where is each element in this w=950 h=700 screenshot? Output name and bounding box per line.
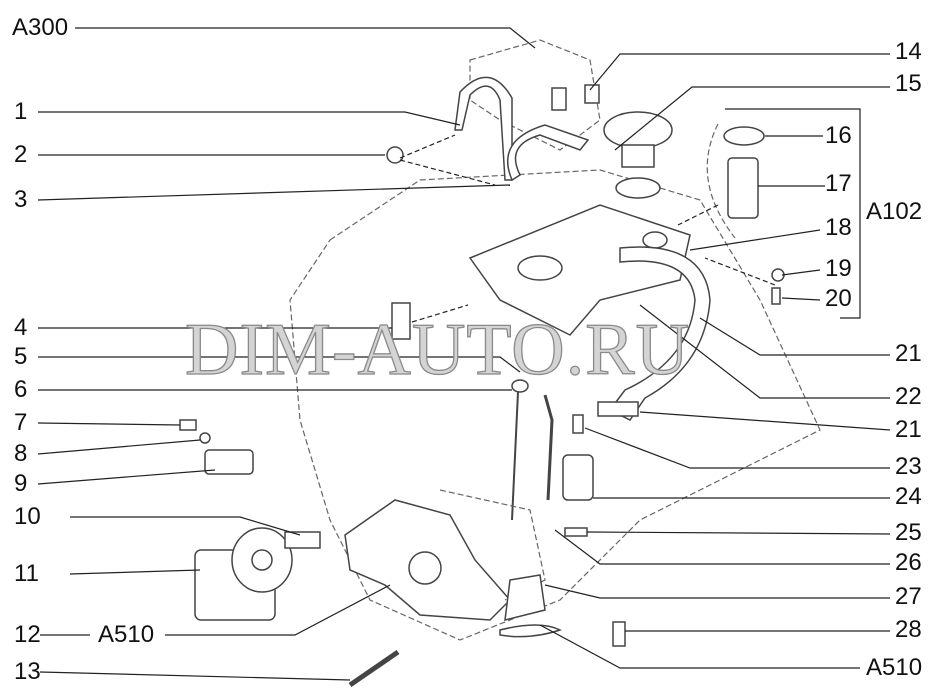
dipstick-6 — [511, 379, 529, 393]
filler-neck-17 — [727, 157, 759, 219]
callout-a510-right: A510 — [866, 654, 923, 681]
callout-p23: 23 — [895, 453, 922, 480]
pipe-24 — [562, 454, 594, 501]
callout-p16: 16 — [825, 122, 852, 149]
bolt-28 — [612, 621, 626, 647]
hose-3 — [507, 124, 590, 182]
callout-p14: 14 — [895, 38, 922, 65]
dipstick-rod — [511, 391, 519, 521]
gasket-26 — [439, 489, 546, 601]
clamp-2 — [386, 146, 404, 164]
oil-cap-thread — [621, 144, 655, 168]
connector — [551, 87, 567, 111]
callout-p12: 12 — [14, 621, 41, 648]
strainer-27 — [504, 574, 546, 621]
bolt-25 — [564, 527, 588, 537]
callout-a510-left: A510 — [98, 621, 155, 648]
callout-p17: 17 — [825, 170, 852, 197]
leader-lines — [37, 27, 891, 681]
bolt-7 — [179, 419, 197, 431]
callout-p21b: 21 — [895, 416, 922, 443]
bolt-23 — [572, 414, 584, 434]
nipple-10 — [284, 531, 321, 549]
callout-p4: 4 — [14, 314, 28, 341]
callout-p27: 27 — [895, 583, 922, 610]
ring-16 — [723, 126, 765, 146]
callout-p28: 28 — [895, 616, 922, 643]
callout-p15: 15 — [895, 70, 922, 97]
hose-1 — [454, 76, 513, 181]
callout-p8: 8 — [14, 440, 28, 467]
callout-p21a: 21 — [895, 340, 922, 367]
callout-p19: 19 — [825, 255, 852, 282]
oil-pump-bore — [408, 551, 442, 585]
callout-a300: A300 — [12, 14, 69, 41]
callout-p22: 22 — [895, 383, 922, 410]
clamp-21 — [597, 401, 639, 417]
air-duct — [469, 39, 601, 151]
washer-8 — [199, 432, 211, 444]
callout-p9: 9 — [14, 470, 28, 497]
oil-pressure-sensor-4 — [391, 302, 411, 340]
seal — [615, 177, 661, 199]
callout-p3: 3 — [14, 186, 28, 213]
engine-block-outline — [289, 169, 821, 641]
guide-tube-5 — [543, 394, 554, 501]
oil-cap-15 — [603, 111, 673, 149]
callout-p10: 10 — [14, 503, 41, 530]
long-bolt-13 — [348, 649, 400, 688]
callout-p24: 24 — [895, 483, 922, 510]
callout-p20: 20 — [825, 285, 852, 312]
callout-p6: 6 — [14, 376, 28, 403]
callout-p5: 5 — [14, 343, 28, 370]
callout-a102: A102 — [866, 198, 923, 225]
callout-p7: 7 — [14, 409, 28, 436]
bolt-20 — [771, 287, 781, 305]
callout-p18: 18 — [825, 214, 852, 241]
assembly-arrows — [399, 134, 776, 323]
sensor-9 — [204, 449, 254, 475]
dash-guide — [706, 123, 736, 239]
callout-p1: 1 — [14, 98, 28, 125]
cover-opening — [517, 255, 563, 281]
callout-p13: 13 — [14, 658, 41, 685]
cover-port — [642, 231, 668, 249]
oil-filter-hole — [251, 549, 273, 571]
callout-p26: 26 — [895, 549, 922, 576]
callout-p25: 25 — [895, 519, 922, 546]
callout-p2: 2 — [14, 141, 28, 168]
valve-cover-18 — [468, 204, 691, 336]
fitting-14 — [584, 84, 600, 104]
callout-p11: 11 — [14, 560, 39, 587]
